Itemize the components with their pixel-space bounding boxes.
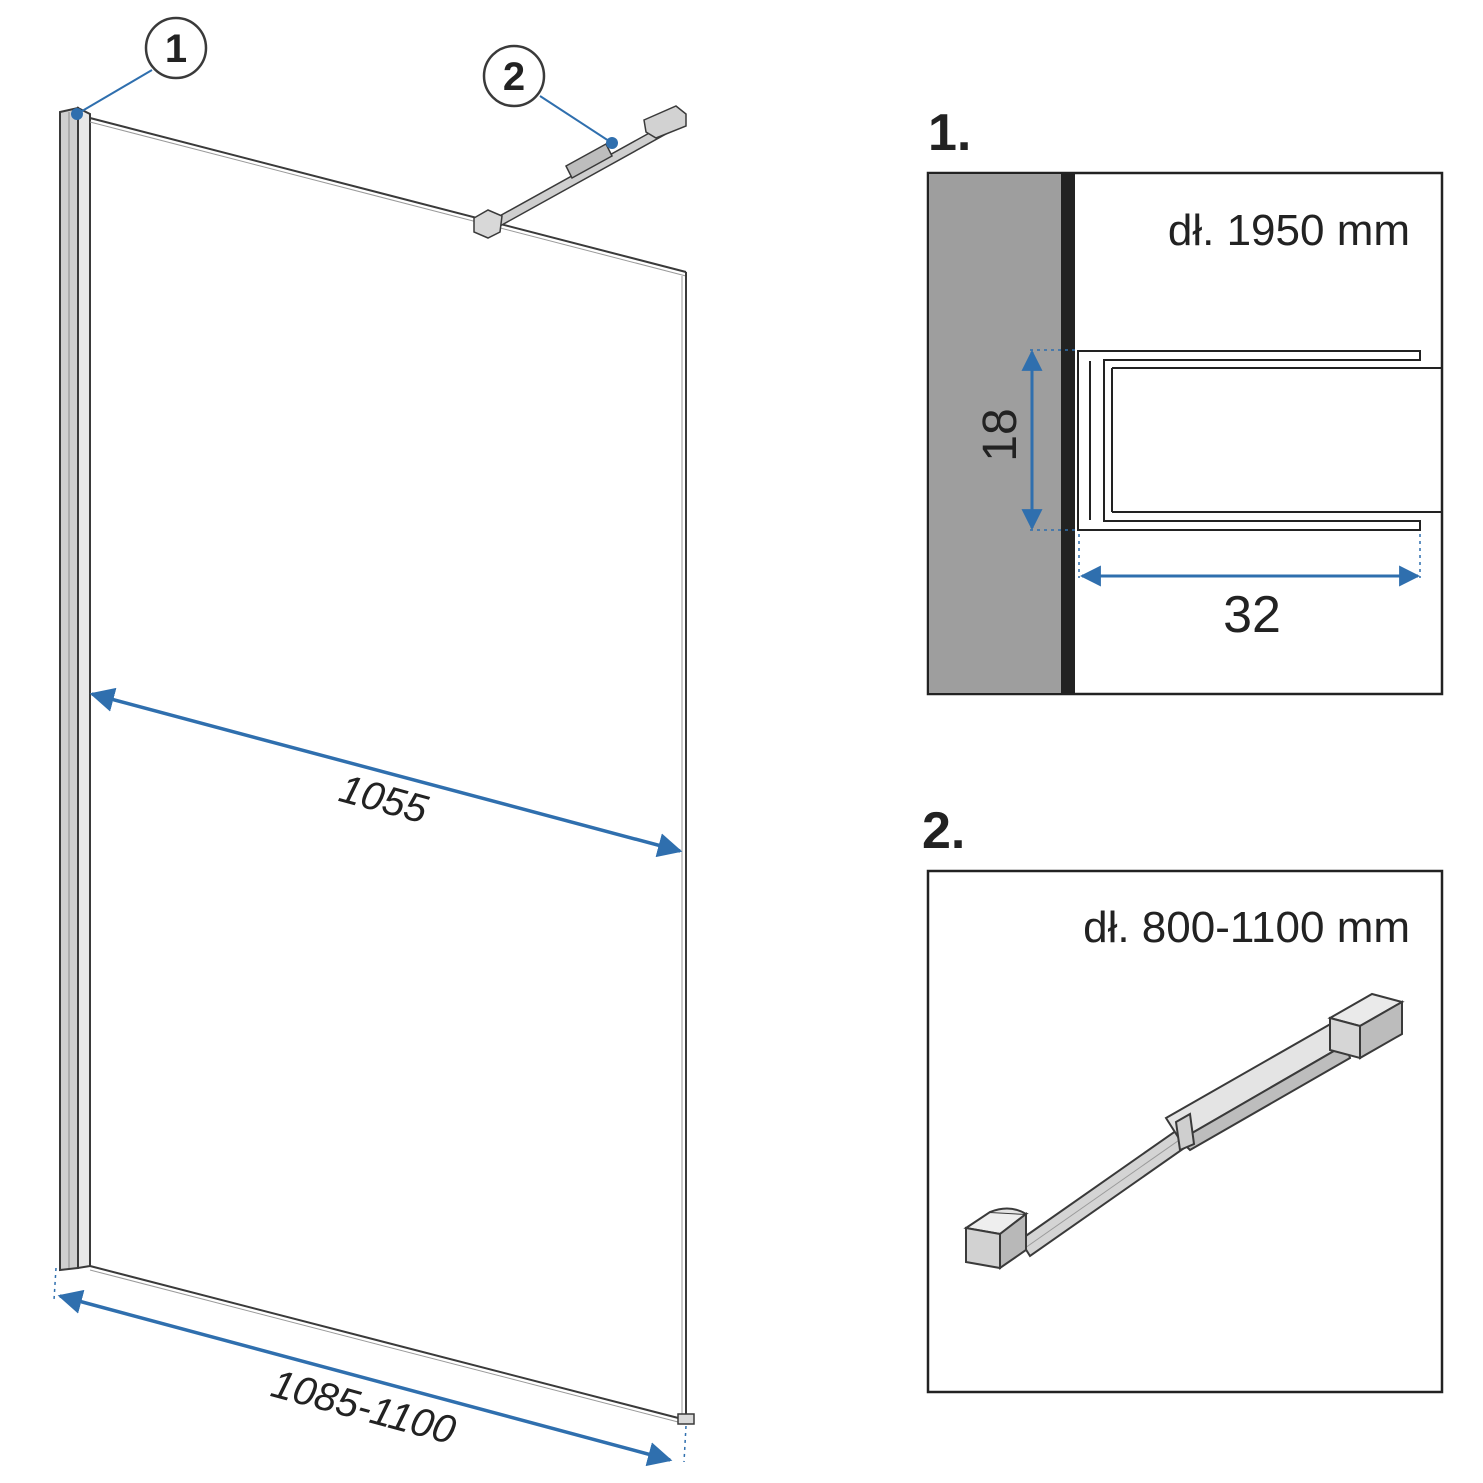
stabilizer-bar (473, 105, 687, 239)
height-dimension: 18 (974, 349, 1076, 531)
width-dimension: 32 (1078, 534, 1421, 644)
detail-2-heading: 2. (922, 802, 965, 860)
callout-2-number: 2 (503, 55, 525, 99)
glass-width-dimension: 1055 (89, 687, 683, 858)
detail-1: 1. dł. 1950 mm 18 32 (926, 104, 1444, 696)
glass-width-label: 1055 (335, 767, 433, 833)
detail-1-length-label: dł. 1950 mm (1168, 206, 1410, 255)
width-dim-label: 32 (1223, 586, 1281, 644)
detail-2: 2. dł. 800-1100 mm (922, 802, 1444, 1394)
wall-profile (59, 106, 91, 1272)
detail-1-heading: 1. (928, 104, 971, 162)
u-profile-section (1077, 350, 1442, 531)
main-panel-drawing: 1 2 1055 1085-1100 (53, 16, 695, 1467)
total-width-label: 1085-1100 (267, 1362, 460, 1453)
wall-strip (1061, 174, 1075, 693)
stabilizer-bar-detail (963, 992, 1405, 1270)
callout-2: 2 (482, 44, 618, 149)
detail-2-length-label: dł. 800-1100 mm (1083, 903, 1410, 952)
callout-1: 1 (71, 16, 208, 120)
height-dim-label: 18 (974, 408, 1027, 461)
total-width-dimension: 1085-1100 (53, 1267, 687, 1467)
glass-panel (89, 117, 695, 1425)
callout-1-number: 1 (165, 27, 187, 71)
